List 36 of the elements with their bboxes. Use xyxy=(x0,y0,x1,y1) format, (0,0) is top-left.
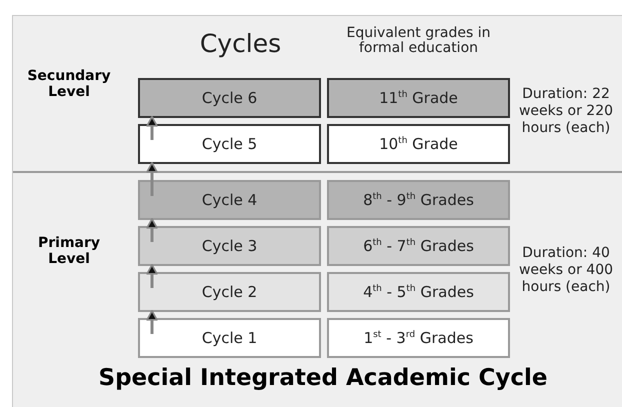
column-heading: Equivalent grades in formal education xyxy=(346,26,492,57)
arrow xyxy=(146,218,158,242)
arrow xyxy=(146,264,158,288)
cycle-box xyxy=(138,226,321,266)
arrow xyxy=(146,116,158,140)
grade-range: 10$^{th}$ Grade xyxy=(379,135,458,153)
cycle-name: Cycle 2 xyxy=(202,283,258,301)
grade-box xyxy=(327,318,510,358)
cycle-name: Cycle 1 xyxy=(202,329,258,347)
level-label: Primary Level xyxy=(36,235,102,267)
grade-range: 4$^{th}$ - 5$^{th}$ Grades xyxy=(363,283,474,301)
grade-box xyxy=(327,226,510,266)
grade-range: 6$^{th}$ - 7$^{th}$ Grades xyxy=(363,237,474,255)
grade-range: 1$^{st}$ - 3$^{rd}$ Grades xyxy=(364,329,474,347)
diagram-caption: Special Integrated Academic Cycle xyxy=(98,365,548,391)
duration-note: Duration: 40 weeks or 400 hours (each) xyxy=(518,245,614,296)
level-label: Secundary Level xyxy=(26,68,112,100)
cycle-box xyxy=(138,318,321,358)
arrow xyxy=(146,310,158,334)
grade-box xyxy=(327,124,510,164)
column-heading: Cycles xyxy=(198,30,282,58)
cycle-box xyxy=(138,78,321,118)
grade-box xyxy=(327,78,510,118)
arrow xyxy=(146,162,158,196)
grade-range: 11$^{th}$ Grade xyxy=(379,89,458,107)
cycle-name: Cycle 5 xyxy=(202,135,258,153)
grade-box xyxy=(327,272,510,312)
cycle-box xyxy=(138,124,321,164)
grade-box xyxy=(327,180,510,220)
grade-range: 8$^{th}$ - 9$^{th}$ Grades xyxy=(363,191,474,209)
cycle-box xyxy=(138,180,321,220)
cycle-name: Cycle 3 xyxy=(202,237,258,255)
cycle-box xyxy=(138,272,321,312)
duration-note: Duration: 22 weeks or 220 hours (each) xyxy=(518,86,614,137)
cycle-name: Cycle 4 xyxy=(202,191,258,209)
cycle-name: Cycle 6 xyxy=(202,89,258,107)
